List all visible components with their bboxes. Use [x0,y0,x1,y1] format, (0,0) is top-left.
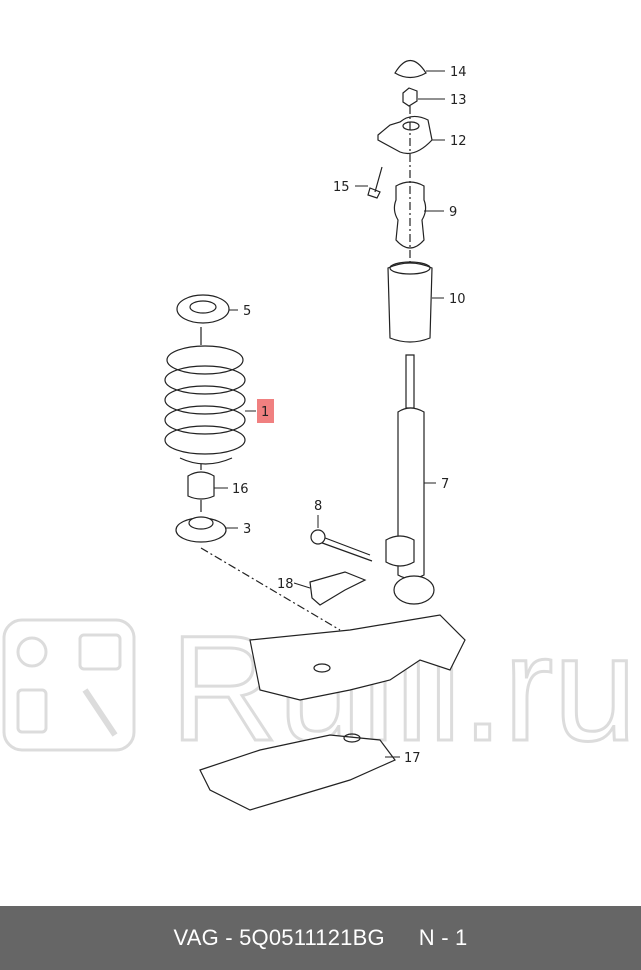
callout-8[interactable]: 8 [314,499,322,514]
callout-1[interactable]: 1 [261,405,269,420]
coil-spring [164,345,246,465]
callout-14[interactable]: 14 [450,65,467,80]
diagram-position: N - 1 [418,925,468,950]
callout-12[interactable]: 12 [450,134,467,149]
callout-10[interactable]: 10 [449,292,466,307]
callout-7[interactable]: 7 [441,477,449,492]
callout-18[interactable]: 18 [277,577,294,592]
callout-5[interactable]: 5 [243,304,251,319]
callout-17[interactable]: 17 [404,751,421,766]
callout-15[interactable]: 15 [333,180,350,195]
footer-bar: VAG - 5Q0511121BG N - 1 [0,906,641,970]
callout-highlight [257,399,274,423]
callout-16[interactable]: 16 [232,482,249,497]
parts-diagram: Rulli.ru [2,59,638,811]
callout-3[interactable]: 3 [243,522,251,537]
part-number: VAG - 5Q0511121BG [173,925,385,950]
callout-9[interactable]: 9 [449,205,457,220]
callout-13[interactable]: 13 [450,93,467,108]
